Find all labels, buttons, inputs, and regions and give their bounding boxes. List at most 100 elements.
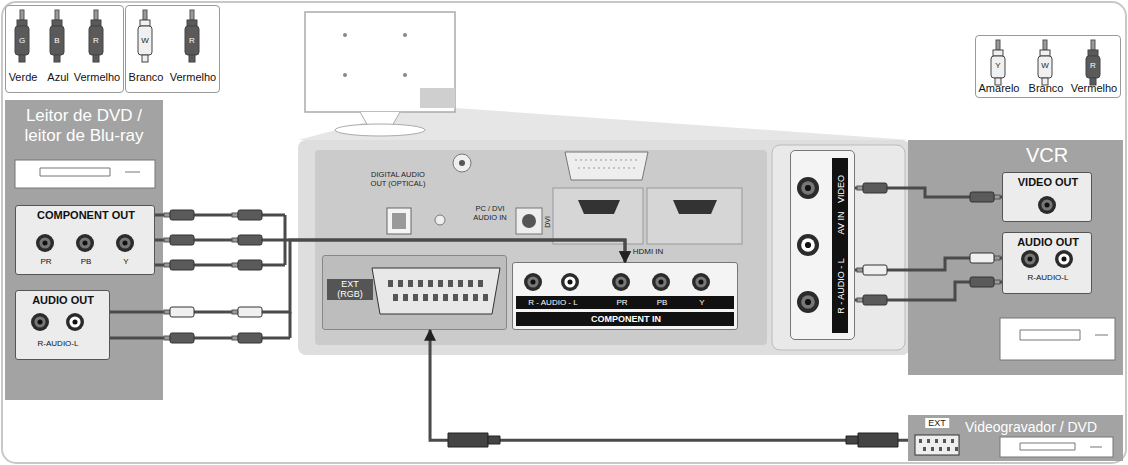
rca-plug [89,10,103,62]
scart-pin [927,439,930,443]
jack-socket [66,313,84,331]
jack-socket [31,313,49,331]
tv-back-panel [459,160,465,166]
node-text: Y [699,298,704,307]
scart-pin [388,280,958,451]
cable-plug [857,268,863,272]
jack-socket [1038,196,1056,214]
device-icon [1000,437,1113,457]
cable-plug [164,260,194,270]
node-text: AUDIO OUT [1017,236,1079,249]
tv-front [403,73,407,77]
device-icon [1020,443,1102,450]
cable-plug [164,238,170,242]
component-input: R - AUDIO - LPRPBYCOMPONENT IN [512,262,738,330]
jack-socket [692,273,710,291]
device-icon [15,160,1115,457]
cable-plug [863,183,887,193]
rca-plug [996,40,1000,50]
node-text: Vermelho [74,71,120,84]
node-text: Amarelo [979,82,1020,95]
port-label: HDMI IN [633,247,664,256]
tv-back-panel [298,140,910,355]
cable-plug [970,253,994,263]
tv-back-panel [553,188,643,244]
scart-pin [935,439,938,443]
scart-pin [443,294,448,301]
rca-plug [138,26,152,55]
cable-plug [170,333,194,343]
jack-socket [76,234,94,252]
scart-socket [372,268,959,455]
cable-plug [164,210,194,220]
cable-plug [232,238,238,242]
scart-plug [448,433,488,447]
rca-plug [1091,40,1095,50]
tv-back-panel [578,200,620,214]
scart-pin [939,447,942,451]
cable-plug [238,307,262,317]
node-text: Y [123,257,128,266]
node-text: Azul [47,71,68,84]
cable-plug [232,235,262,245]
vcr-panel: VIDEO OUTAUDIO OUTR-AUDIO-LVCR [908,140,1123,375]
tv-back-panel [575,160,638,168]
scart-pin [408,280,413,287]
cable-wire [855,282,1002,300]
cable-plug [238,235,262,245]
rca-plug [15,10,1100,85]
jack-socket [564,276,575,287]
rca-plug [93,55,99,62]
output-box: VIDEO OUT [1002,172,1092,222]
cable-plug [170,260,194,270]
jack-socket [76,234,94,252]
jack-socket [1038,196,1056,214]
device-icon [40,168,140,176]
rca-plug [19,55,25,62]
jack-socket [698,279,703,284]
tv-back-panel [298,140,910,355]
jack-socket [1044,202,1049,207]
jack-socket [561,273,579,291]
jack-socket [116,234,134,252]
cable-plug [164,263,170,267]
label-bar [516,312,734,326]
plug-letter: Y [995,61,1000,70]
cable [155,240,625,262]
node-text: PR [616,298,627,307]
label-bar [516,158,848,333]
cable-plug [232,336,238,340]
output-box: AUDIO OUTR-AUDIO-L [1002,232,1092,294]
rca-plug [140,20,150,26]
scart-pin [483,294,488,301]
cable-plug [164,307,194,317]
jack-socket [805,242,811,248]
av-input: VIDEOAV INR - AUDIO - L [790,150,855,340]
jack-socket [1055,250,1073,268]
jack-socket [1041,199,1052,210]
cable-wire [155,215,285,265]
cable [855,258,1002,270]
tv-back-panel [516,208,542,234]
rca-plug [190,10,194,20]
scart-pin [418,280,423,287]
jack-socket [801,295,815,309]
cable-plug [170,307,194,317]
device-icon [1000,318,1115,360]
rca-plug [1088,50,1098,56]
rca-plug [1043,40,1047,50]
scart-plug [448,433,898,447]
plug-letter: G [19,36,25,45]
jack-socket [695,276,706,287]
cable-plug [863,265,887,275]
scart-socket [372,268,500,314]
cable-plug [170,235,194,245]
jack-socket [801,181,815,195]
plug-letter: R [1090,61,1096,70]
cable-plug [232,310,238,314]
jack-socket [1027,256,1032,261]
scart-pin [478,280,483,287]
node-text: EXT (RGB) [327,279,373,300]
scart-input: EXT (RGB) [322,255,507,330]
